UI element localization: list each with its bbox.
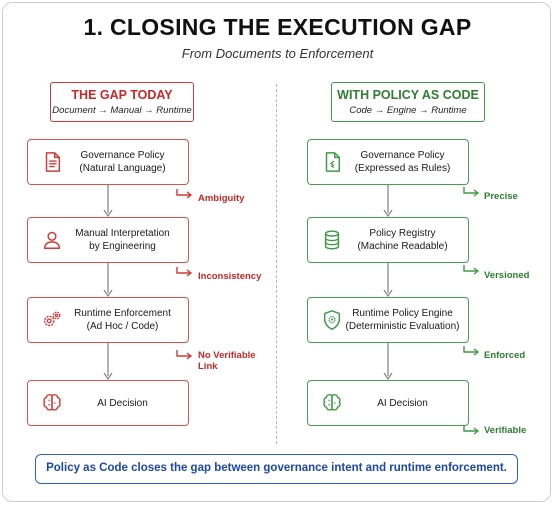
person-icon [43, 231, 61, 249]
brain-icon [43, 394, 61, 411]
label-line: No Verifiable [198, 350, 256, 361]
node-subtitle: (Natural Language) [79, 163, 166, 174]
code-document-icon [325, 152, 341, 172]
node-title: Governance Policy [80, 150, 165, 161]
label-enforced: Enforced [484, 350, 526, 361]
left-node-ai-decision: AI Decision [27, 380, 189, 426]
page-subtitle: From Documents to Enforcement [181, 46, 374, 61]
branch-arrow-icon [463, 425, 480, 435]
label-precise: Precise [484, 191, 518, 202]
left-node-governance-policy: Governance Policy (Natural Language) [27, 139, 189, 185]
node-title: Policy Registry [369, 228, 436, 239]
gap-today-flow: Document → Manual → Runtime [52, 105, 192, 116]
shield-gear-icon [323, 310, 341, 330]
down-arrow [383, 343, 393, 381]
policy-as-code-title: WITH POLICY AS CODE [337, 88, 479, 102]
down-arrow [103, 185, 113, 218]
node-title: Runtime Policy Engine [352, 308, 453, 319]
page-title: 1. CLOSING THE EXECUTION GAP [83, 14, 472, 40]
conclusion-banner: Policy as Code closes the gap between go… [35, 454, 518, 484]
branch-arrow-icon [176, 350, 193, 360]
label-verifiable: Verifiable [484, 425, 527, 436]
node-subtitle: (Deterministic Evaluation) [345, 321, 460, 332]
node-title: Governance Policy [360, 150, 445, 161]
right-node-governance-policy: Governance Policy (Expressed as Rules) [307, 139, 469, 185]
right-node-runtime-policy-engine: Runtime Policy Engine (Deterministic Eval… [307, 297, 469, 343]
branch-arrow-icon [463, 187, 480, 197]
node-title: Runtime Enforcement [74, 308, 171, 319]
node-subtitle: (Machine Readable) [357, 241, 448, 252]
document-icon [45, 152, 61, 172]
node-title: AI Decision [97, 397, 148, 409]
label-inconsistency: Inconsistency [198, 271, 262, 282]
node-subtitle: (Ad Hoc / Code) [86, 321, 159, 332]
down-arrow [103, 343, 113, 381]
gears-icon [43, 311, 61, 327]
database-icon [324, 230, 340, 250]
label-ambiguity: Ambiguity [198, 193, 245, 204]
gap-today-title: THE GAP TODAY [71, 88, 173, 102]
node-title: AI Decision [377, 397, 428, 409]
left-node-manual-interpretation: Manual Interpretation by Engineering [27, 217, 189, 263]
node-subtitle: by Engineering [89, 241, 156, 252]
label-no-verifiable-link: No Verifiable Link [198, 350, 256, 372]
brain-icon [323, 394, 341, 411]
right-node-policy-registry: Policy Registry (Machine Readable) [307, 217, 469, 263]
down-arrow [383, 185, 393, 218]
policy-as-code-heading: WITH POLICY AS CODE Code → Engine → Runt… [331, 82, 485, 122]
node-title: Manual Interpretation [75, 228, 170, 239]
branch-arrow-icon [463, 346, 480, 356]
policy-as-code-flow: Code → Engine → Runtime [349, 105, 467, 116]
down-arrow [103, 263, 113, 298]
label-versioned: Versioned [484, 270, 530, 281]
branch-arrow-icon [176, 189, 193, 199]
node-subtitle: (Expressed as Rules) [354, 163, 451, 174]
column-divider [276, 84, 277, 444]
branch-arrow-icon [176, 267, 193, 277]
gap-today-heading: THE GAP TODAY Document → Manual → Runtim… [50, 82, 194, 122]
right-node-ai-decision: AI Decision [307, 380, 469, 426]
left-node-runtime-enforcement: Runtime Enforcement (Ad Hoc / Code) [27, 297, 189, 343]
branch-arrow-icon [463, 265, 480, 275]
down-arrow [383, 263, 393, 298]
label-line: Link [198, 361, 218, 372]
